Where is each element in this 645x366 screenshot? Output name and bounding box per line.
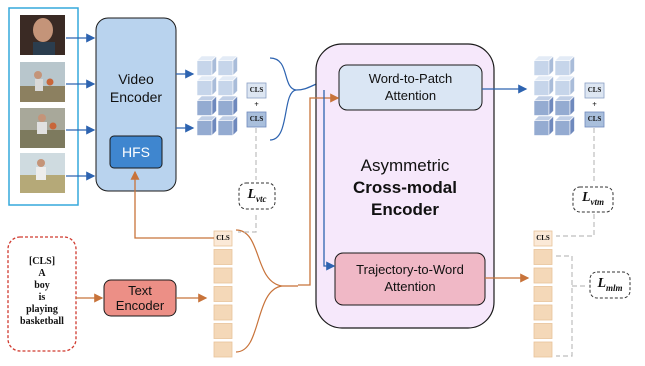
patch-cube [533,95,555,117]
video-cls-right [584,82,605,128]
patch-cube [196,95,218,117]
patch-cube [217,75,239,97]
video-frame-2 [20,62,65,102]
patch-cube [533,75,555,97]
text-token [213,249,233,265]
video-cls-label-right-bottom: CLS [587,115,602,123]
text-token [533,249,553,265]
vtm-loss-connector [556,128,595,237]
hfs-label: HFS [122,144,150,160]
vtm-loss-box [572,186,614,213]
text-token [533,267,553,284]
text-cls-token [533,230,553,247]
text-token [213,286,233,302]
video-patch-grid [196,55,239,137]
frame-to-encoder-arrows [66,33,96,181]
video-frame-1 [20,15,65,55]
patch-cube [196,75,218,97]
video-cls-label-left-bottom: CLS [249,115,264,123]
text-cls-label-right: CLS [536,234,550,242]
patch-cube [196,115,218,137]
patch-cube [554,75,576,97]
text-token [533,304,553,321]
input-text-line-2: A [38,268,46,279]
output-text-token-column [533,230,553,358]
patch-cube [554,115,576,137]
input-text-line-1: [CLS] [28,256,56,267]
vtm-loss-label: Lvtm [573,190,613,207]
hfs-block [109,135,163,169]
mlm-loss-main: L [597,276,607,291]
text-cls-to-hfs-arrow [130,170,214,239]
text-token [533,323,553,339]
text-token [533,341,553,358]
mlm-loss-sub: mlm [606,282,623,293]
vtc-loss-box [238,182,276,210]
video-encoder-label: Video Encoder [109,71,163,105]
video-cls-left [246,82,267,128]
video-frame-3 [20,108,65,148]
text-token [533,286,553,302]
mlm-loss-bracket [556,255,588,357]
patch-cube [196,55,218,77]
patch-cube [217,55,239,77]
vtc-loss-sub: vtc [256,193,267,204]
text-token-column [213,230,233,358]
vtc-loss-main: L [247,187,257,202]
input-text-line-5: playing [26,304,58,315]
word-to-patch-block [338,64,483,111]
input-text-box [7,236,77,352]
text-encoder-label: Text Encoder [115,283,165,313]
video-plus-right: + [592,100,597,109]
text-token [213,304,233,321]
patch-cube [217,95,239,117]
cross-modal-title-line1: Asymmetric [360,156,450,175]
vtm-loss-sub: vtm [590,196,605,207]
vtm-loss-main: L [581,190,591,205]
patch-cube [554,95,576,117]
trajectory-to-word-label: Trajectory-to-Word Attention [356,262,464,294]
cross-modal-title-line2: Cross-modal [353,178,457,197]
text-token [213,323,233,339]
fused-patch-grid [533,55,576,137]
word-to-patch-label: Word-to-Patch Attention [368,71,453,103]
mlm-loss-label: Lmlm [590,276,630,293]
patch-cube [533,55,555,77]
video-plus-left: + [254,100,259,109]
input-text-lines: [CLS] A boy is playing basketball [8,256,76,328]
text-cls-label-left: CLS [216,234,230,242]
video-cls-label-left-top: CLS [249,86,264,94]
vtc-loss-connector [238,128,257,233]
brace-video-features [269,57,297,141]
video-frame-4 [20,153,65,193]
mlm-loss-box [589,271,631,299]
input-text-line-6: basketball [20,316,64,327]
video-to-trajectory-arrow [323,90,336,271]
patch-cube [533,115,555,137]
text-token [213,341,233,358]
vtc-loss-label: Lvtc [239,187,275,204]
input-text-line-3: boy [34,280,50,291]
cross-modal-title-line3: Encoder [370,200,440,219]
video-cls-label-right-top: CLS [587,86,602,94]
brace-text-features [235,229,283,353]
text-token [213,267,233,284]
video-frames-panel [8,7,79,206]
input-text-line-4: is [38,292,46,303]
patch-cube [217,115,239,137]
patch-cube [554,55,576,77]
trajectory-to-word-block [334,252,486,306]
